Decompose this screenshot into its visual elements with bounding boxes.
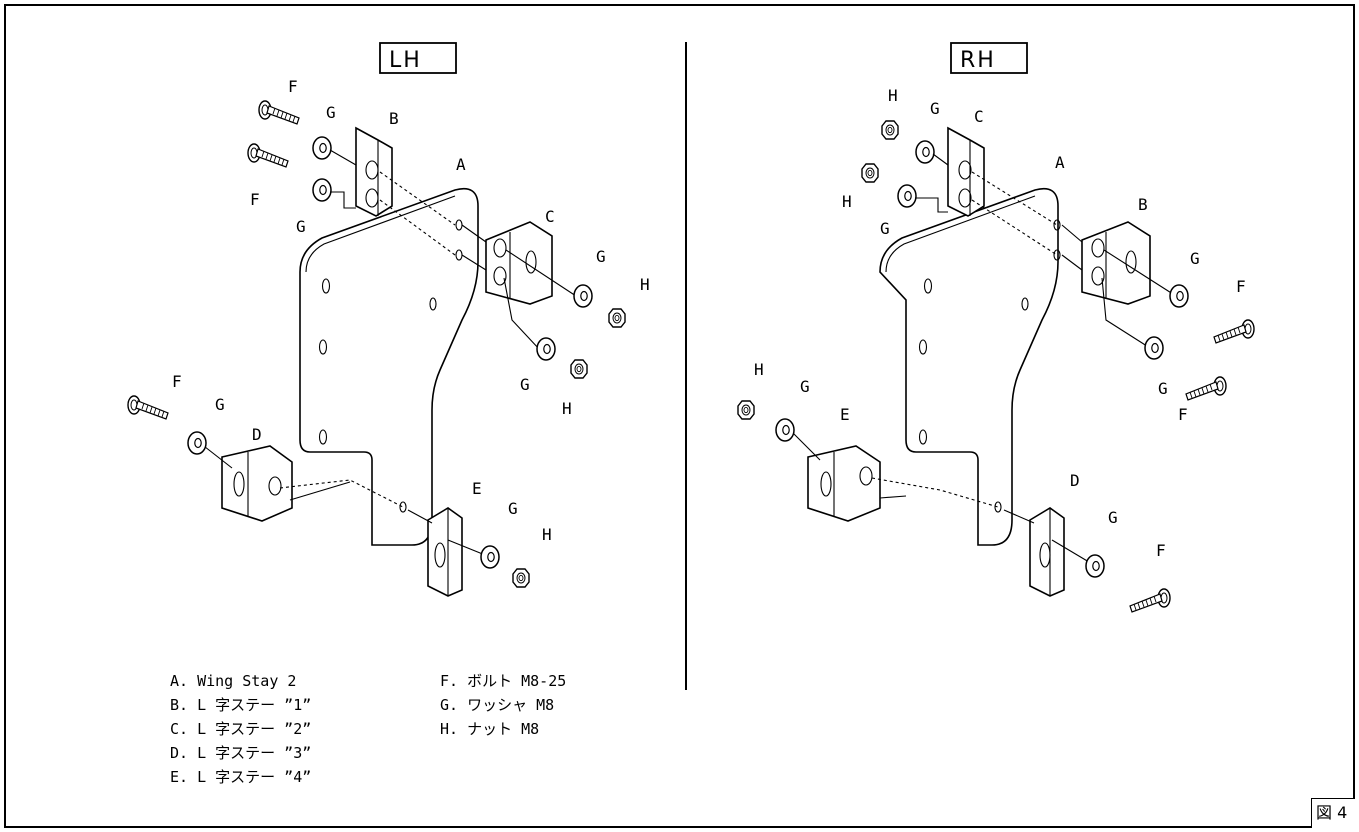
rh-label-e: E [840,405,850,424]
legend-item-b: B. L 字ステー ”1” [170,696,312,714]
lh-label-g1: G [326,103,336,122]
rh-label-g5: G [800,377,810,396]
lh-label-e: E [472,479,482,498]
legend-item-f: F. ボルト M8-25 [440,672,567,690]
rh-label-d: D [1070,471,1080,490]
rh-label-c: C [974,107,984,126]
legend-item-d: D. L 字ステー ”3” [170,744,312,762]
lh-label-g5: G [215,395,225,414]
rh-label-g6: G [1108,508,1118,527]
rh-label-h1: H [888,86,898,105]
rh-wing-stay-plate [879,187,1059,546]
lh-label-g4: G [520,375,530,394]
lh-label-f1: F [288,77,298,96]
lh-label-d: D [252,425,262,444]
lh-label-h3: H [542,525,552,544]
legend-item-e: E. L 字ステー ”4” [170,768,312,786]
figure-number: 図 4 [1311,798,1355,828]
legend-item-h: H. ナット M8 [440,720,540,738]
lh-label-f3: F [172,372,182,391]
parts-legend-left: A. Wing Stay 2 B. L 字ステー ”1” C. L 字ステー ”… [170,669,311,789]
rh-label-f2: F [1178,405,1188,424]
rh-assembly: H G C H G A B G F G F H G E D G F [737,86,1255,613]
lh-label-c: C [545,207,555,226]
lh-label-g2: G [296,217,306,236]
parts-legend-right: F. ボルト M8-25 G. ワッシャ M8 H. ナット M8 [440,669,566,741]
rh-label-a: A [1055,153,1065,172]
lh-title-box [379,42,457,74]
page-frame [4,4,1355,828]
lh-title: LH [389,48,422,73]
rh-label-g1: G [930,99,940,118]
lh-label-g6: G [508,499,518,518]
rh-title-box [950,42,1028,74]
lh-wing-stay-plate [299,187,479,546]
rh-label-h2: H [842,192,852,211]
rh-label-f1: F [1236,277,1246,296]
lh-label-h1: H [640,275,650,294]
rh-title: RH [960,48,996,73]
rh-label-b: B [1138,195,1148,214]
rh-label-h3: H [754,360,764,379]
legend-item-g: G. ワッシャ M8 [440,696,555,714]
rh-label-g3: G [1190,249,1200,268]
legend-item-a: A. Wing Stay 2 [170,672,297,690]
rh-label-f3: F [1156,541,1166,560]
lh-label-h2: H [562,399,572,418]
lh-label-g3: G [596,247,606,266]
legend-item-c: C. L 字ステー ”2” [170,720,312,738]
lh-label-f2: F [250,190,260,209]
lh-label-a: A [456,155,466,174]
lh-assembly: F G B F G A C G H G H F G D E G H [127,77,650,597]
rh-label-g2: G [880,219,890,238]
lh-label-b: B [389,109,399,128]
rh-label-g4: G [1158,379,1168,398]
